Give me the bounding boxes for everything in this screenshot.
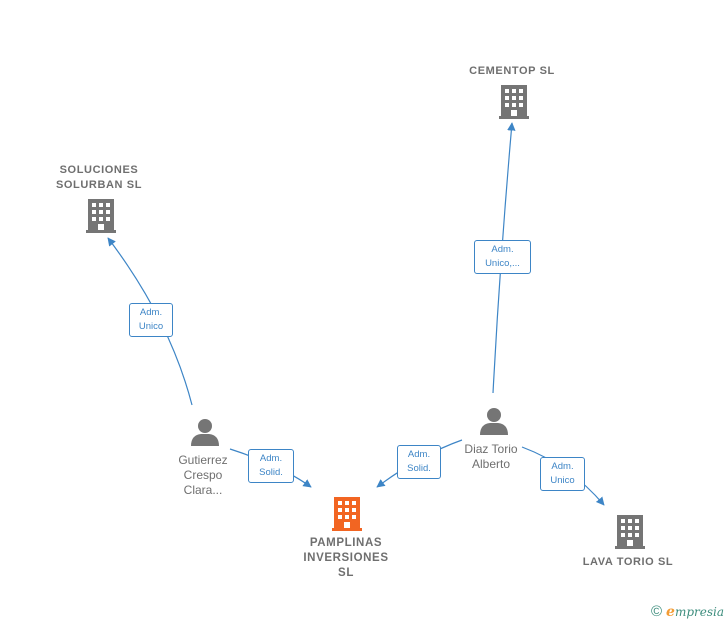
building-icon-soluciones[interactable] [86, 199, 116, 233]
company-label-soluciones[interactable]: SOLUCIONES SOLURBAN SL [55, 164, 143, 191]
edge-label-gutierrez-pamplinas[interactable]: Adm. Solid. [248, 449, 294, 483]
person-icon-gutierrez[interactable] [191, 419, 219, 446]
building-icon-pamplinas[interactable] [332, 497, 362, 531]
person-label-gutierrez[interactable]: Gutierrez Crespo Clara... [178, 453, 228, 497]
building-icon-cementop[interactable] [499, 85, 529, 119]
building-icon-lavatorio[interactable] [615, 515, 645, 549]
copyright-icon: © [650, 603, 663, 620]
company-label-pamplinas[interactable]: PAMPLINAS INVERSIONES SL [303, 537, 389, 579]
edge-label-diaz-cementop[interactable]: Adm. Unico,... [474, 240, 531, 274]
company-label-lavatorio[interactable]: LAVA TORIO SL [582, 556, 674, 568]
edge-label-diaz-pamplinas[interactable]: Adm. Solid. [397, 445, 441, 479]
footer-brand: © empresia [651, 603, 724, 620]
company-label-cementop[interactable]: CEMENTOP SL [469, 65, 555, 77]
edge-label-diaz-lavatorio[interactable]: Adm. Unico [540, 457, 585, 491]
person-label-diaz[interactable]: Diaz Torio Alberto [464, 442, 518, 471]
edge-label-gutierrez-soluciones[interactable]: Adm. Unico [129, 303, 173, 337]
brand-logo[interactable]: empresia [666, 603, 724, 620]
person-icon-diaz[interactable] [480, 408, 508, 435]
